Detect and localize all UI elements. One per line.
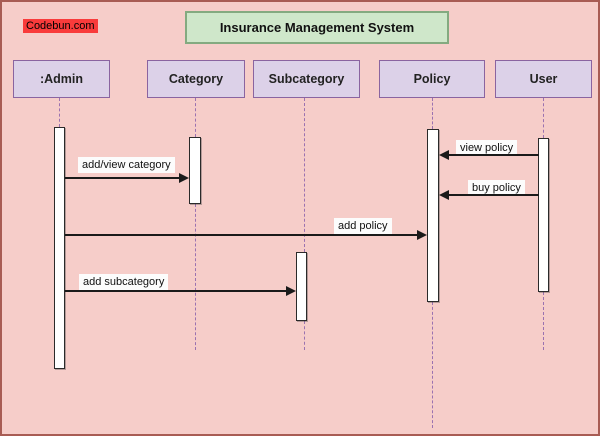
activation-user — [538, 138, 549, 292]
participant-subcategory: Subcategory — [253, 60, 360, 98]
activation-admin — [54, 127, 65, 369]
arrowhead-left-icon — [439, 150, 449, 160]
activation-subcategory — [296, 252, 307, 321]
message-line-view-policy — [449, 154, 539, 156]
lifeline-category-top — [195, 98, 196, 137]
lifeline-admin — [59, 98, 60, 127]
watermark: Codebun.com — [23, 19, 98, 33]
participant-policy: Policy — [379, 60, 485, 98]
activation-policy — [427, 129, 439, 302]
message-line-add-subcategory — [65, 290, 286, 292]
arrowhead-right-icon — [417, 230, 427, 240]
lifeline-user-top — [543, 98, 544, 138]
lifeline-category-bottom — [195, 204, 196, 350]
activation-category — [189, 137, 201, 204]
message-label-add-policy: add policy — [334, 218, 392, 234]
lifeline-user-bottom — [543, 292, 544, 350]
arrowhead-right-icon — [286, 286, 296, 296]
arrowhead-left-icon — [439, 190, 449, 200]
lifeline-policy-top — [432, 98, 433, 129]
participant-admin: :Admin — [13, 60, 110, 98]
lifeline-subcategory-top — [304, 98, 305, 252]
message-line-buy-policy — [449, 194, 539, 196]
message-label-view-policy: view policy — [456, 140, 518, 156]
message-label-buy-policy: buy policy — [468, 180, 525, 196]
lifeline-subcategory-bottom — [304, 321, 305, 350]
diagram-title: Insurance Management System — [185, 11, 449, 44]
lifeline-policy-bottom — [432, 302, 433, 428]
message-label-add-subcategory: add subcategory — [79, 274, 169, 290]
message-line-add-view-category — [65, 177, 179, 179]
message-label-add-view-category: add/view category — [78, 157, 175, 173]
message-line-add-policy — [65, 234, 417, 236]
arrowhead-right-icon — [179, 173, 189, 183]
participant-category: Category — [147, 60, 245, 98]
participant-user: User — [495, 60, 592, 98]
